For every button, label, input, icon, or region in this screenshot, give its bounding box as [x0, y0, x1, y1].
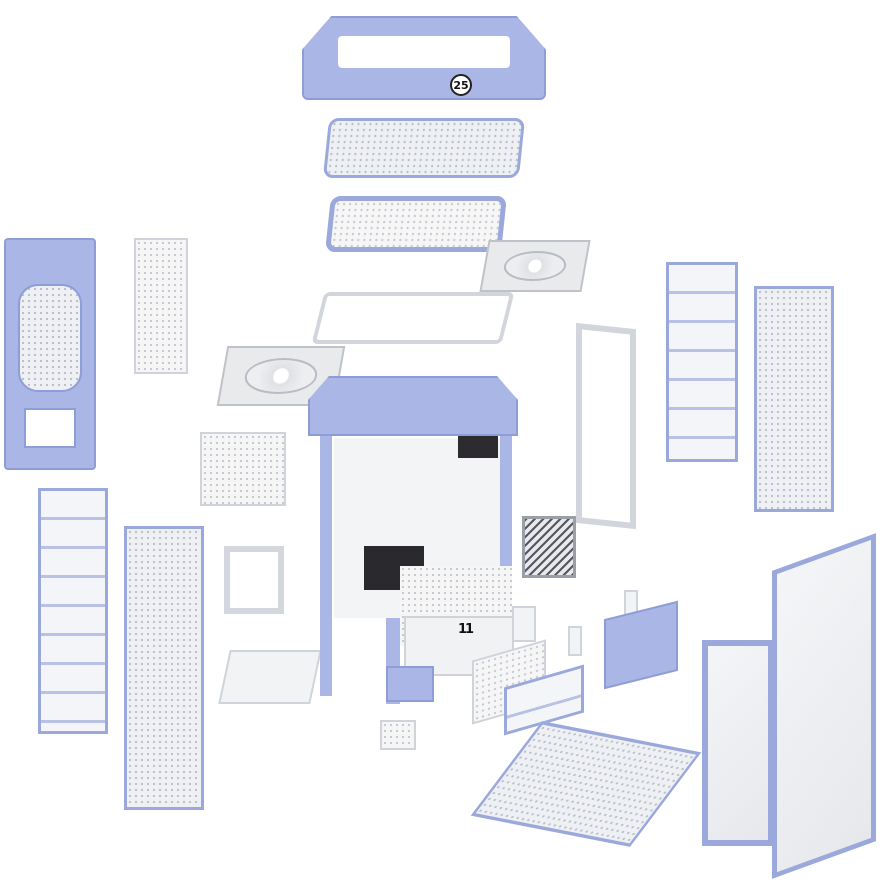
bracket-frame	[224, 546, 284, 614]
io-panel	[604, 600, 678, 690]
mesh-panel-left	[134, 238, 188, 374]
slatted-panel-left	[38, 488, 108, 734]
chassis: 11	[308, 376, 518, 706]
side-panel-right	[754, 286, 834, 512]
top-panel	[325, 196, 507, 252]
glass-panel-front	[702, 640, 774, 846]
top-bracket	[311, 292, 515, 344]
anniversary-badge: 25	[450, 74, 472, 96]
tall-bracket-frame	[576, 322, 636, 530]
top-ring: 25	[302, 16, 546, 100]
side-panel-left	[124, 526, 204, 810]
top-dust-filter	[322, 118, 526, 178]
fan-right-top	[479, 240, 591, 292]
slatted-panel-right	[666, 262, 738, 462]
brand-logo: 11	[458, 622, 474, 637]
small-vent	[380, 720, 416, 750]
bottom-plate	[470, 721, 702, 847]
front-panel-left	[4, 238, 96, 470]
psu-shroud-piece	[218, 650, 322, 704]
glass-panel-side	[772, 533, 876, 879]
hex-mesh-panel	[200, 432, 286, 506]
pcie-cover	[512, 606, 536, 642]
small-bracket-2	[568, 626, 582, 656]
fan-grill	[522, 516, 576, 578]
